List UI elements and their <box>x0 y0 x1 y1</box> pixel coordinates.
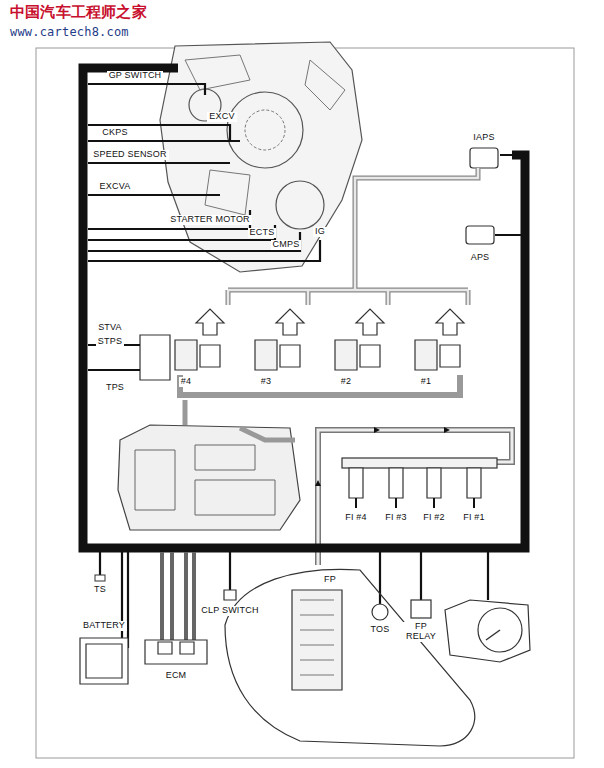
battery <box>80 638 128 684</box>
part-label: EXCVA <box>98 182 133 192</box>
part-label: IAPS <box>471 133 496 143</box>
fuel-injector <box>349 468 481 498</box>
air-filter <box>135 445 275 515</box>
meter-needle <box>486 630 500 640</box>
engine-outline <box>160 42 362 272</box>
part-label: STARTER MOTOR <box>168 215 252 225</box>
part-label: CMPS <box>271 240 302 250</box>
fuel-tank <box>225 569 475 746</box>
tps-stva-unit <box>140 335 170 380</box>
watermark: 中国汽车工程师之家 <box>8 4 149 21</box>
watermark: www.cartech8.com <box>8 26 131 39</box>
clp-switch <box>224 590 236 600</box>
part-label: FP <box>322 575 338 585</box>
fuel-pump <box>292 590 342 690</box>
fp-relay <box>411 600 431 618</box>
part-label: SPEED SENSOR <box>91 150 168 160</box>
air-flow-arrow <box>196 309 464 335</box>
aps-sensor <box>466 226 494 244</box>
part-label: FI #2 <box>421 513 447 523</box>
ts-sensor <box>95 575 105 581</box>
fuel-rail <box>342 458 497 468</box>
part-label: TS <box>92 585 108 595</box>
meter-unit <box>445 600 530 662</box>
throttle-bodies <box>140 309 464 395</box>
part-label: CLP SWITCH <box>199 606 260 616</box>
ecm-cable <box>162 552 194 640</box>
air-inlet <box>185 400 295 440</box>
part-label: GP SWITCH <box>107 71 164 81</box>
meter-dial <box>478 608 522 652</box>
part-label: FI #3 <box>383 513 409 523</box>
part-label: TOS <box>369 625 392 635</box>
ecm-unit <box>145 640 207 664</box>
tos-sensor <box>372 604 388 620</box>
part-label: ECTS <box>248 228 277 238</box>
part-label: CKPS <box>100 128 129 138</box>
part-label: STVA <box>96 323 124 333</box>
throttle-bore <box>200 345 460 367</box>
part-label: APS <box>469 253 492 263</box>
part-label: #3 <box>259 377 273 387</box>
part-label: #2 <box>339 377 353 387</box>
part-label: BATTERY <box>81 621 127 631</box>
injector-wire <box>356 498 474 508</box>
part-label: FI #4 <box>343 513 369 523</box>
part-label: STPS <box>96 337 124 347</box>
engine-detail <box>185 55 345 215</box>
intake-duct <box>180 375 460 395</box>
iaps-sensor <box>470 148 498 168</box>
part-label: TPS <box>104 383 126 393</box>
main-harness <box>83 68 525 548</box>
part-label: #4 <box>179 377 193 387</box>
vacuum-hose <box>228 168 478 305</box>
engine-cover <box>227 92 303 168</box>
part-label: FP RELAY <box>402 622 440 642</box>
part-label: EXCV <box>207 112 236 122</box>
fuel-pump-detail <box>300 600 334 675</box>
part-label: IG <box>313 227 327 237</box>
part-label: #1 <box>419 377 433 387</box>
engine-wire <box>88 84 320 261</box>
crank-sensor-ring <box>245 110 285 150</box>
vacuum-hose-inner <box>228 168 478 305</box>
part-label: FI #1 <box>461 513 487 523</box>
tps-wire <box>88 345 140 370</box>
gear-case <box>276 181 324 229</box>
part-label: ECM <box>164 671 189 681</box>
